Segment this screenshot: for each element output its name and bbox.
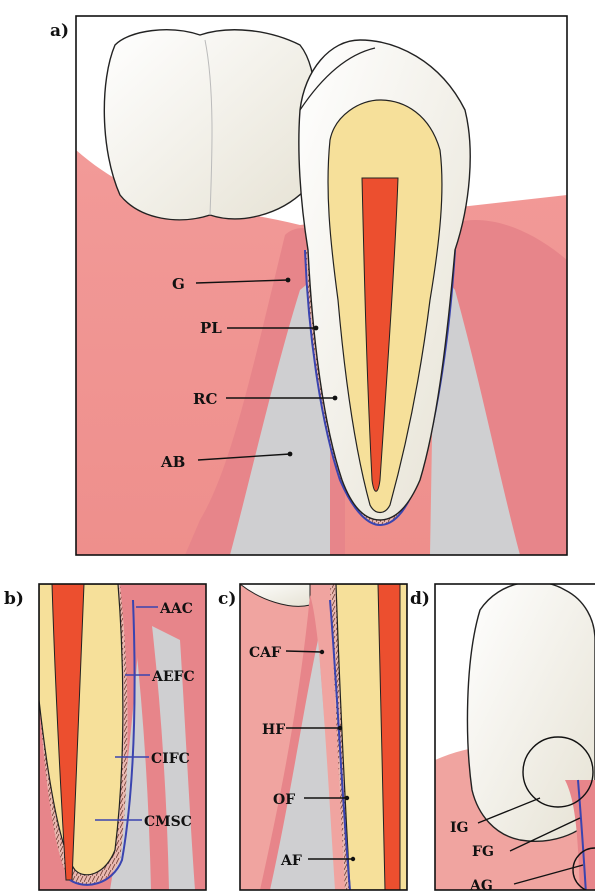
label-hf: HF [262,722,285,738]
panel-d-label: d) [410,589,430,609]
panel-d [435,582,595,894]
label-af: AF [280,853,302,869]
label-ab: AB [160,453,185,471]
label-rc: RC [193,390,217,408]
panel-b-label: b) [4,589,24,609]
label-cifc: CIFC [151,751,190,767]
label-caf: CAF [249,645,281,661]
label-aac: AAC [159,601,193,617]
label-fg: FG [472,844,494,860]
panel-a [76,16,567,555]
panel-b [39,584,206,890]
label-pl: PL [200,319,222,337]
label-g: G [172,275,185,293]
label-ag: AG [469,878,493,894]
label-cmsc: CMSC [144,814,192,830]
panel-c-label: c) [218,589,236,609]
label-ig: IG [450,820,469,836]
label-aefc: AEFC [151,669,195,685]
panel-a-label: a) [50,21,69,41]
label-of: OF [273,792,295,808]
